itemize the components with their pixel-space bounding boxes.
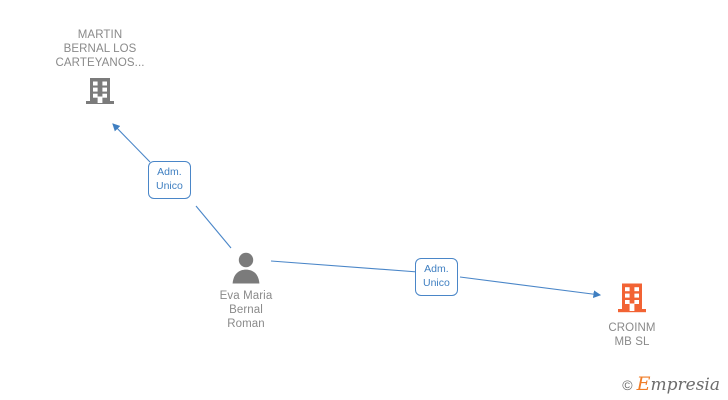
empresia-watermark: © E mpresia (622, 375, 720, 394)
edge-segment-chip-to-martin-bernal (112, 123, 151, 163)
node-croinm-mb-sl[interactable]: CROINM MB SL (557, 282, 707, 349)
copyright-icon: © (622, 377, 633, 393)
node-eva-maria-bernal-roman[interactable]: Eva Maria Bernal Roman (171, 250, 321, 331)
node-label-eva-maria: Eva Maria Bernal Roman (219, 290, 273, 330)
node-martin-bernal-los-carteyanos[interactable]: MARTIN BERNAL LOS CARTEYANOS... (25, 28, 175, 108)
brand-name: mpresia (650, 375, 721, 395)
edge-label-adm-unico-martin-bernal[interactable]: Adm. Unico (148, 161, 191, 199)
node-label-croinm-mb-sl: CROINM MB SL (608, 322, 656, 348)
node-label-martin-bernal: MARTIN BERNAL LOS CARTEYANOS... (55, 29, 145, 69)
edge-label-adm-unico-croinm[interactable]: Adm. Unico (415, 258, 458, 296)
brand-initial: E (636, 373, 651, 395)
person-icon (171, 250, 321, 284)
office-building-icon (557, 282, 707, 316)
office-building-icon (25, 74, 175, 108)
edge-segment-eva-to-chip-left (195, 205, 232, 249)
